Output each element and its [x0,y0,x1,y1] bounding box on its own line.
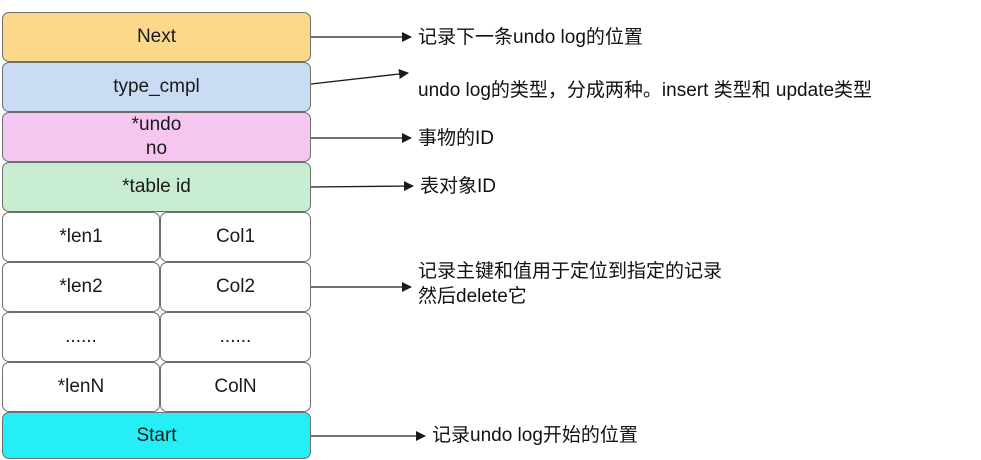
note-next-text: 记录下一条undo log的位置 [418,27,643,48]
note-undo-no: 事物的ID [418,126,494,151]
field-lenn: *lenN [2,362,160,412]
field-lenn-label: *lenN [57,376,105,397]
field-len1-label: *len1 [59,226,103,247]
field-col1: Col1 [160,212,311,262]
field-undo-no-label: *undo no [131,114,182,159]
field-col2-label: Col2 [215,276,256,297]
note-cols-line2: 然后delete它 [418,286,527,307]
arrow-table-id [310,181,414,192]
field-table-id: *table id [2,162,311,212]
field-next: Next [2,12,311,62]
field-coln-label: ColN [214,376,257,397]
field-len2-label: *len2 [59,276,103,297]
field-table-id-label: *table id [122,176,191,197]
note-type-cmpl-text: undo log的类型，分成两种。insert 类型和 update类型 [418,80,873,101]
field-undo-no: *undo no [2,112,311,162]
note-next: 记录下一条undo log的位置 [418,25,643,50]
note-start: 记录undo log开始的位置 [432,423,638,448]
note-cols-line1: 记录主键和值用于定位到指定的记录 [418,261,723,282]
field-col1-label: Col1 [215,226,256,247]
field-coln: ColN [160,362,311,412]
field-type-cmpl: type_cmpl [2,62,311,112]
field-col-ellipsis: ...... [160,312,311,362]
arrow-type-cmpl [310,69,409,85]
field-start: Start [2,412,311,459]
note-undo-no-text: 事物的ID [418,128,495,149]
note-start-text: 记录undo log开始的位置 [432,425,638,446]
note-table-id-text: 表对象ID [420,176,497,197]
note-cols: 记录主键和值用于定位到指定的记录 然后delete它 [418,259,722,309]
field-len-ellipsis: ...... [2,312,160,362]
field-next-label: Next [136,26,177,47]
field-start-label: Start [136,424,177,446]
field-col2: Col2 [160,262,311,312]
note-type-cmpl: undo log的类型，分成两种。insert 类型和 update类型 [418,78,872,103]
field-len2: *len2 [2,262,160,312]
field-type-cmpl-label: type_cmpl [113,76,200,97]
field-len1: *len1 [2,212,160,262]
field-len-ellipsis-label: ...... [65,326,97,347]
field-col-ellipsis-label: ...... [219,326,252,347]
note-table-id: 表对象ID [420,174,496,199]
